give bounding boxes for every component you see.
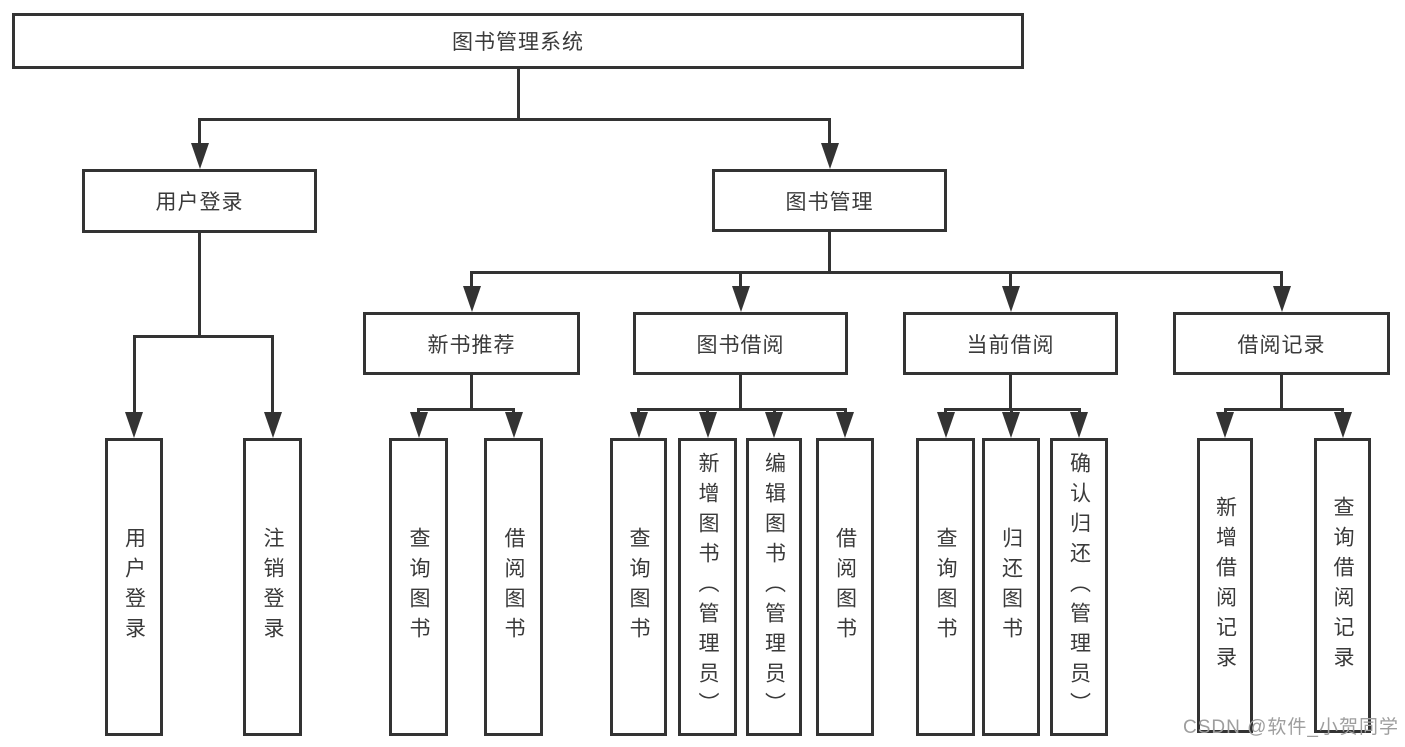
connector-line	[417, 408, 420, 414]
arrow-down-icon	[1001, 286, 1020, 312]
node-leaf-return-books: 归还图书	[982, 438, 1040, 736]
node-label: 查询图书	[934, 527, 957, 647]
arrow-down-icon	[1070, 412, 1088, 438]
node-borrowing-records: 借阅记录	[1173, 312, 1390, 375]
connector-line	[132, 335, 136, 414]
node-label: 图书借阅	[696, 333, 785, 357]
arrow-down-icon	[629, 412, 648, 438]
node-leaf-user-login: 用户登录	[105, 438, 163, 736]
connector-line	[944, 408, 947, 414]
node-leaf-query-borrow-record: 查询借阅记录	[1314, 438, 1371, 733]
node-leaf-borrow-books: 借阅图书	[816, 438, 874, 736]
node-label: 新书推荐	[427, 333, 516, 357]
node-label: 确认归还（管理员）	[1067, 452, 1091, 722]
node-label: 借阅图书	[502, 527, 525, 647]
node-label: 查询借阅记录	[1331, 495, 1354, 676]
arrow-down-icon	[836, 412, 854, 438]
node-leaf-add-borrow-record: 新增借阅记录	[1197, 438, 1253, 733]
connector-line	[843, 408, 847, 414]
node-label: 用户登录	[122, 527, 146, 647]
node-label: 查询图书	[407, 527, 430, 647]
connector-line	[198, 118, 831, 121]
node-label: 新增图书（管理员）	[696, 452, 719, 722]
connector-line	[1280, 271, 1283, 288]
connector-line	[470, 271, 473, 288]
arrow-down-icon	[125, 412, 143, 438]
connector-line	[739, 271, 742, 288]
connector-line	[1077, 408, 1081, 414]
node-leaf-borrow-books-recommend: 借阅图书	[484, 438, 543, 736]
connector-line	[417, 408, 515, 411]
node-leaf-query-books-borrowing: 查询图书	[610, 438, 667, 736]
connector-line	[516, 69, 520, 121]
node-label: 新增借阅记录	[1213, 495, 1237, 676]
arrow-down-icon	[936, 412, 955, 438]
arrow-down-icon	[504, 412, 523, 438]
node-label: 编辑图书（管理员）	[762, 452, 786, 722]
node-leaf-query-books-current: 查询图书	[916, 438, 975, 736]
node-book-management: 图书管理	[712, 169, 947, 232]
connector-line	[1009, 408, 1013, 414]
connector-line	[637, 408, 847, 411]
arrow-down-icon	[1272, 286, 1291, 312]
arrow-down-icon	[1216, 412, 1234, 438]
node-leaf-logout: 注销登录	[243, 438, 302, 736]
node-leaf-confirm-return-admin: 确认归还（管理员）	[1050, 438, 1108, 736]
connector-line	[1009, 375, 1012, 411]
connector-line	[1009, 271, 1012, 288]
node-label: 借阅记录	[1237, 333, 1326, 357]
arrow-down-icon	[765, 412, 783, 438]
node-label: 图书管理	[785, 190, 874, 214]
connector-line	[1223, 408, 1344, 411]
connector-line	[1341, 408, 1344, 414]
node-leaf-add-books-admin: 新增图书（管理员）	[678, 438, 737, 736]
node-leaf-query-books-recommend: 查询图书	[389, 438, 448, 736]
arrow-down-icon	[190, 143, 209, 169]
arrow-down-icon	[409, 412, 428, 438]
connector-line	[828, 232, 831, 274]
connector-line	[1280, 375, 1283, 411]
connector-line	[271, 335, 274, 414]
connector-line	[1223, 408, 1227, 414]
node-label: 归还图书	[999, 527, 1023, 647]
arrow-down-icon	[462, 286, 481, 312]
connector-line	[132, 335, 274, 338]
node-label: 当前借阅	[966, 333, 1055, 357]
arrow-down-icon	[1002, 412, 1020, 438]
node-book-borrowing: 图书借阅	[633, 312, 848, 375]
connector-line	[198, 118, 201, 145]
arrow-down-icon	[698, 412, 717, 438]
connector-line	[512, 408, 515, 414]
node-label: 借阅图书	[833, 527, 857, 647]
connector-line	[706, 408, 709, 414]
node-root: 图书管理系统	[12, 13, 1024, 69]
watermark: CSDN @软件_小贺同学	[1183, 717, 1399, 738]
arrow-down-icon	[1333, 412, 1352, 438]
node-label: 用户登录	[155, 191, 244, 214]
connector-line	[739, 375, 742, 411]
connector-line	[637, 408, 640, 414]
connector-line	[470, 271, 1283, 274]
arrow-down-icon	[731, 286, 750, 312]
node-label: 查询图书	[627, 527, 650, 647]
connector-line	[828, 118, 831, 145]
node-label: 注销登录	[261, 527, 284, 647]
connector-line	[772, 408, 776, 414]
arrow-down-icon	[263, 412, 282, 438]
node-current-borrowing: 当前借阅	[903, 312, 1118, 375]
arrow-down-icon	[820, 143, 839, 169]
connector-line	[470, 375, 473, 411]
node-leaf-edit-books-admin: 编辑图书（管理员）	[746, 438, 802, 736]
node-label: 图书管理系统	[452, 31, 584, 54]
node-user-login: 用户登录	[82, 169, 317, 233]
node-new-book-recommend: 新书推荐	[363, 312, 580, 375]
connector-line	[198, 233, 201, 338]
